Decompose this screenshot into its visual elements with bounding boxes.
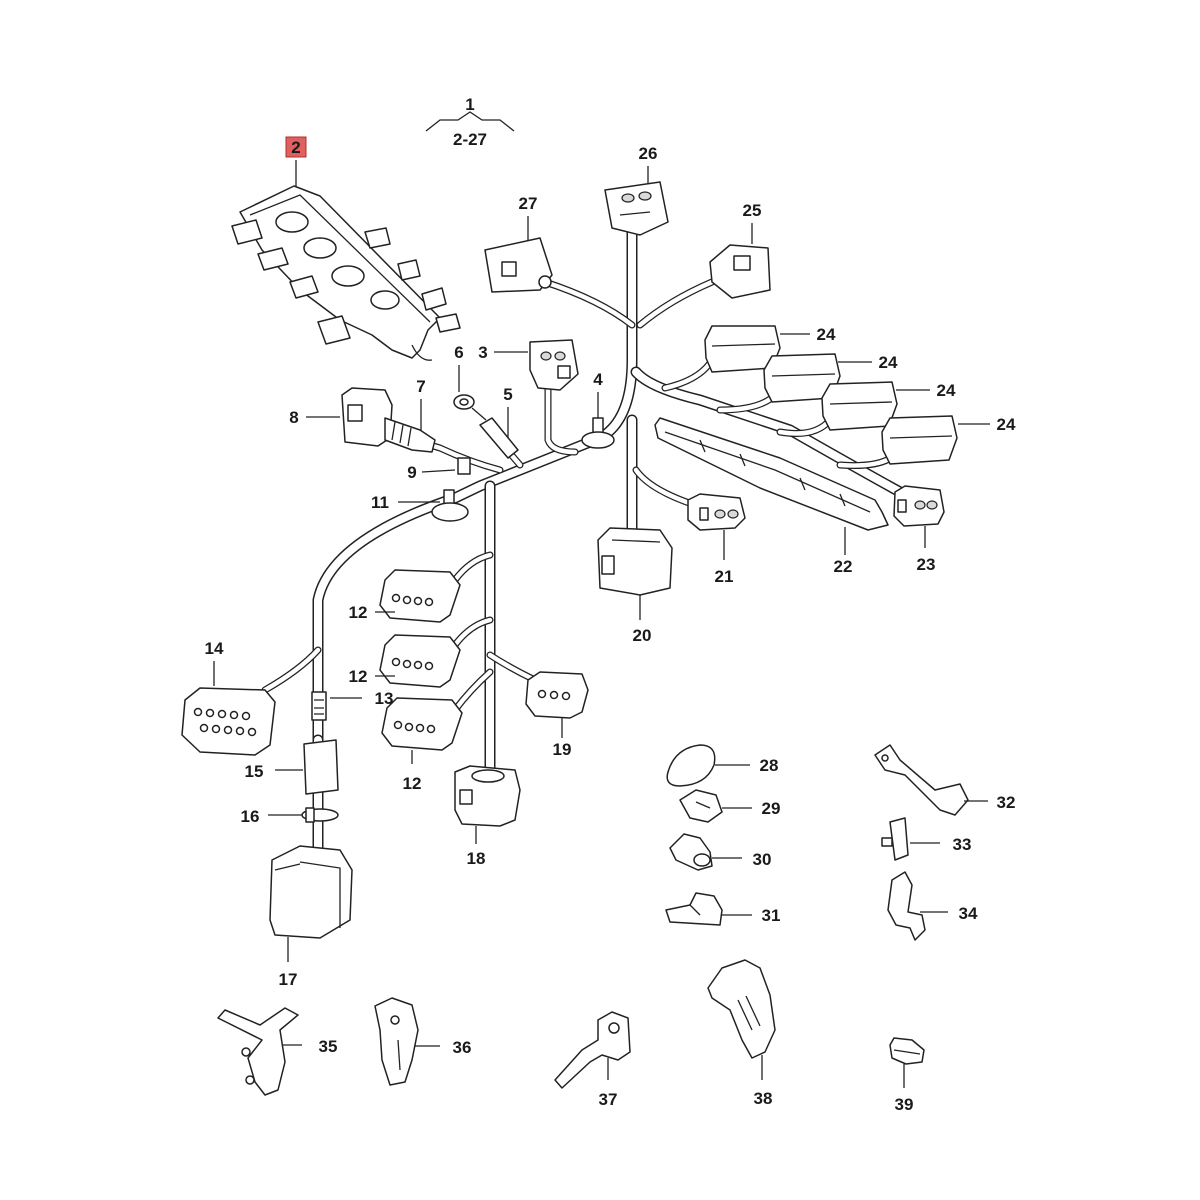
callout-14: 14	[205, 639, 224, 658]
callout-39: 39	[895, 1095, 914, 1114]
callout-28: 28	[760, 756, 779, 775]
part-38-bracket[interactable]: 38	[707, 959, 776, 1108]
part-25-connector[interactable]: 25	[709, 201, 771, 299]
highlight-marker	[285, 136, 307, 158]
part-37-bracket[interactable]: 37	[554, 1011, 631, 1109]
part-13-marker-sleeve[interactable]: 13	[311, 689, 394, 721]
part-36-bracket[interactable]: 36	[374, 997, 472, 1086]
callout-36: 36	[453, 1038, 472, 1057]
assembly-number: 1	[465, 95, 474, 114]
callout-17: 17	[279, 970, 298, 989]
part-9-clamp[interactable]: 9	[407, 457, 471, 482]
part-5-wire-sleeve[interactable]: 5	[479, 385, 519, 459]
callout-23: 23	[917, 555, 936, 574]
part-14-connector[interactable]: 14	[181, 639, 276, 756]
part-22-cable-channel[interactable]: 22	[654, 417, 889, 576]
callout-27: 27	[519, 194, 538, 213]
part-11-ground-stud[interactable]: 11	[371, 489, 469, 522]
part-21-connector[interactable]: 21	[687, 493, 746, 586]
part-39-cap[interactable]: 39	[889, 1037, 925, 1114]
part-17-connector[interactable]: 17	[269, 845, 353, 989]
part-7-boot-sleeve[interactable]: 7	[384, 377, 436, 453]
part-30-holder[interactable]: 30	[669, 833, 772, 871]
callout-19: 19	[553, 740, 572, 759]
part-27-connector[interactable]: 27	[484, 194, 553, 293]
callout-13: 13	[375, 689, 394, 708]
part-26-connector[interactable]: 26	[604, 144, 669, 236]
part-4-ground-bolt[interactable]: 4	[581, 370, 615, 449]
part-6-ring-terminal[interactable]: 6	[453, 343, 487, 421]
callout-3: 3	[478, 343, 487, 362]
callout-21: 21	[715, 567, 734, 586]
part-19-connector[interactable]: 19	[525, 671, 589, 759]
part-24-connector-d[interactable]: 24	[881, 415, 1016, 465]
part-16-cable-tie[interactable]: 16	[241, 807, 339, 826]
callout-24-b: 24	[879, 353, 898, 372]
callout-22: 22	[834, 557, 853, 576]
callout-31: 31	[762, 906, 781, 925]
callout-24-c: 24	[937, 381, 956, 400]
part-32-bracket[interactable]: 32	[874, 744, 1016, 816]
callout-5: 5	[503, 385, 512, 404]
callout-7: 7	[416, 377, 425, 396]
callout-4: 4	[593, 370, 603, 389]
callout-16: 16	[241, 807, 260, 826]
part-3-connector[interactable]: 3	[478, 339, 579, 391]
part-34-bracket[interactable]: 34	[887, 871, 978, 941]
part-15-protective-sleeve[interactable]: 15	[245, 739, 339, 795]
callout-2: 2	[291, 138, 300, 157]
part-31-bracket[interactable]: 31	[665, 892, 781, 926]
part-28-grommet[interactable]: 28	[666, 744, 779, 787]
part-8-connector[interactable]: 8	[289, 387, 393, 447]
callout-30: 30	[753, 850, 772, 869]
part-29-cap[interactable]: 29	[679, 789, 781, 823]
callout-35: 35	[319, 1037, 338, 1056]
callout-25: 25	[743, 201, 762, 220]
callout-38: 38	[754, 1089, 773, 1108]
callout-11: 11	[371, 493, 389, 512]
callout-37: 37	[599, 1090, 618, 1109]
callout-15: 15	[245, 762, 264, 781]
callout-12-b: 12	[349, 667, 368, 686]
assembly-range: 2-27	[453, 130, 487, 149]
part-23-connector[interactable]: 23	[893, 485, 945, 574]
callout-18: 18	[467, 849, 486, 868]
callout-33: 33	[953, 835, 972, 854]
callout-29: 29	[762, 799, 781, 818]
callout-24-a: 24	[817, 325, 836, 344]
part-2-connector-housing[interactable]: 2	[231, 136, 461, 361]
callout-20: 20	[633, 626, 652, 645]
part-24-connector-c[interactable]: 24	[821, 381, 956, 431]
callout-12-a: 12	[349, 603, 368, 622]
part-12-connector-b[interactable]: 12	[349, 634, 461, 688]
callout-12-c: 12	[403, 774, 422, 793]
part-12-connector-a[interactable]: 12	[349, 569, 461, 623]
part-20-connector[interactable]: 20	[597, 527, 673, 645]
part-18-connector[interactable]: 18	[454, 765, 521, 868]
part-12-connector-c[interactable]: 12	[381, 697, 463, 793]
callout-8: 8	[289, 408, 298, 427]
callout-24-d: 24	[997, 415, 1016, 434]
part-33-clip[interactable]: 33	[881, 817, 972, 861]
part-35-bracket[interactable]: 35	[217, 1007, 338, 1096]
callout-26: 26	[639, 144, 658, 163]
callout-6: 6	[454, 343, 463, 362]
assembly-header: 1 2-27	[425, 95, 515, 149]
callout-32: 32	[997, 793, 1016, 812]
callout-34: 34	[959, 904, 978, 923]
callout-9: 9	[407, 463, 416, 482]
